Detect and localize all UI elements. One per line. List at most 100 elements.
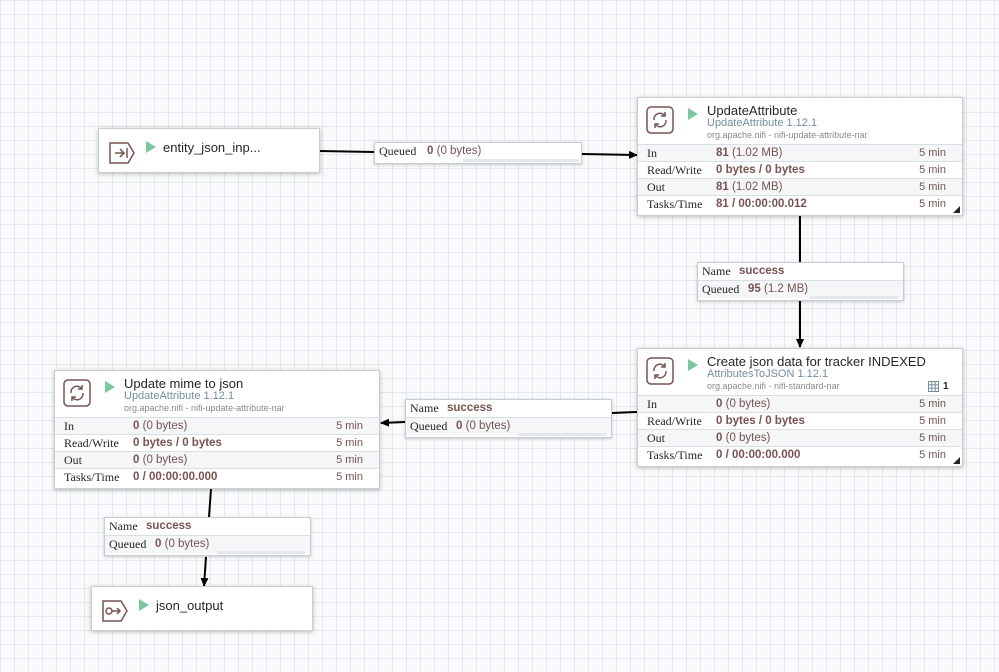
processor-title: UpdateAttribute: [707, 103, 798, 118]
connection-name-row: Name success: [105, 518, 310, 535]
connection-queued-row: Queued 0 (0 bytes): [406, 417, 611, 435]
stat-size: (1.02 MB): [732, 181, 783, 193]
input-port[interactable]: entity_json_inp...: [98, 128, 320, 173]
stat-row-in: In 0 (0 bytes) 5 min: [55, 417, 379, 434]
processor-type: UpdateAttribute 1.12.1: [707, 117, 818, 129]
processor-icon: [646, 106, 674, 134]
processor-title: Update mime to json: [124, 376, 244, 391]
connection-line-input-to-update[interactable]: [319, 150, 375, 153]
connection-name-key: Name: [410, 401, 439, 415]
running-icon: [105, 381, 115, 393]
running-icon: [139, 599, 149, 611]
stat-time: 5 min: [919, 398, 946, 410]
stat-count: 81: [716, 181, 729, 193]
connection-name-row: Name success: [406, 400, 611, 417]
stat-label: In: [647, 146, 657, 160]
connection-name-value: success: [146, 520, 192, 532]
queued-count: 0: [456, 420, 463, 432]
stat-value: 81 / 00:00:00.012: [716, 198, 807, 210]
queue-backpressure-bar: [810, 296, 898, 299]
input-port-name: entity_json_inp...: [163, 140, 261, 155]
stat-time: 5 min: [919, 449, 946, 461]
processor-icon: [63, 379, 91, 407]
processor-create-json[interactable]: Create json data for tracker INDEXED Att…: [637, 348, 963, 467]
connection-queued-value: 0 (0 bytes): [155, 536, 209, 553]
stat-value: 0 (0 bytes): [133, 452, 187, 468]
stat-value: 0 (0 bytes): [133, 418, 187, 434]
stat-size: (0 bytes): [725, 432, 771, 444]
connection-queued-row: Queued 95 (1.2 MB): [698, 280, 903, 298]
processor-bundle: org.apache.nifi - nifi-update-attribute-…: [124, 403, 285, 413]
stat-time: 5 min: [336, 420, 363, 432]
connection-line-create-to-mime-a[interactable]: [611, 411, 638, 414]
connection-line-input-to-update-b[interactable]: [581, 150, 638, 159]
processor-update-mime[interactable]: Update mime to json UpdateAttribute 1.12…: [54, 370, 380, 489]
connection-label[interactable]: Name success Queued 0 (0 bytes): [405, 399, 612, 438]
stat-label: In: [64, 419, 74, 433]
stat-label: Out: [64, 453, 82, 467]
connection-label[interactable]: Name success Queued 95 (1.2 MB): [697, 262, 904, 301]
stat-time: 5 min: [919, 432, 946, 444]
processor-bundle: org.apache.nifi - nifi-update-attribute-…: [707, 130, 868, 140]
queued-size: (0 bytes): [465, 420, 511, 432]
stat-label: Read/Write: [64, 436, 119, 450]
connection-queued-key: Queued: [109, 537, 147, 551]
output-port[interactable]: json_output: [91, 586, 313, 631]
processor-type: AttributesToJSON 1.12.1: [707, 368, 829, 380]
connection-line-create-to-mime-b[interactable]: [380, 418, 406, 427]
connection-name-row: Name success: [698, 263, 903, 280]
connection-label[interactable]: Queued 0 (0 bytes): [374, 142, 582, 164]
stat-label: Tasks/Time: [647, 197, 703, 211]
stat-time: 5 min: [336, 454, 363, 466]
stat-time: 5 min: [919, 198, 946, 210]
processor-stats: In 81 (1.02 MB) 5 min Read/Write 0 bytes / …: [638, 144, 962, 212]
processor-update-attribute[interactable]: UpdateAttribute UpdateAttribute 1.12.1 o…: [637, 97, 963, 216]
stat-time: 5 min: [919, 415, 946, 427]
processor-icon: [646, 357, 674, 385]
queue-backpressure-bar: [518, 433, 606, 436]
stat-count: 0: [133, 454, 140, 466]
stat-value: 0 (0 bytes): [716, 430, 770, 446]
connection-queued-key: Queued: [702, 282, 740, 296]
queue-backpressure-bar: [217, 551, 305, 554]
running-icon: [146, 141, 156, 153]
stat-label: Out: [647, 180, 665, 194]
stat-size: (0 bytes): [142, 454, 188, 466]
connection-name-value: success: [739, 265, 785, 277]
stat-value: 0 bytes / 0 bytes: [133, 437, 222, 449]
connection-line-mime-to-output-a[interactable]: [208, 488, 212, 518]
queued-size: (0 bytes): [164, 538, 210, 550]
stat-time: 5 min: [336, 471, 363, 483]
stat-row-out: Out 0 (0 bytes) 5 min: [55, 451, 379, 468]
stat-size: (0 bytes): [142, 420, 188, 432]
stat-size: (1.02 MB): [732, 147, 783, 159]
output-port-icon: [102, 600, 128, 622]
stat-value: 0 bytes / 0 bytes: [716, 164, 805, 176]
processor-type: UpdateAttribute 1.12.1: [124, 390, 235, 402]
connection-queued-key: Queued: [410, 419, 448, 433]
queue-backpressure-bar: [463, 159, 579, 162]
stat-label: Tasks/Time: [647, 448, 703, 462]
connection-queued-row: Queued 0 (0 bytes): [105, 535, 310, 553]
stat-size: (0 bytes): [725, 398, 771, 410]
connection-line-mime-to-output-b[interactable]: [200, 556, 209, 587]
queued-count: 95: [748, 283, 761, 295]
connection-label[interactable]: Name success Queued 0 (0 bytes): [104, 517, 311, 556]
stat-row-tasks: Tasks/Time 81 / 00:00:00.012 5 min: [638, 195, 962, 212]
resize-corner-icon: [953, 457, 960, 464]
queued-size: (1.2 MB): [764, 283, 809, 295]
connection-name-value: success: [447, 402, 493, 414]
connection-queued-value: 0 (0 bytes): [427, 143, 481, 160]
connection-name-key: Name: [109, 519, 138, 533]
input-port-icon: [109, 142, 135, 164]
connection-queued-row: Queued 0 (0 bytes): [375, 143, 581, 160]
stat-label: Read/Write: [647, 163, 702, 177]
stat-label: Read/Write: [647, 414, 702, 428]
output-port-name: json_output: [156, 598, 224, 613]
